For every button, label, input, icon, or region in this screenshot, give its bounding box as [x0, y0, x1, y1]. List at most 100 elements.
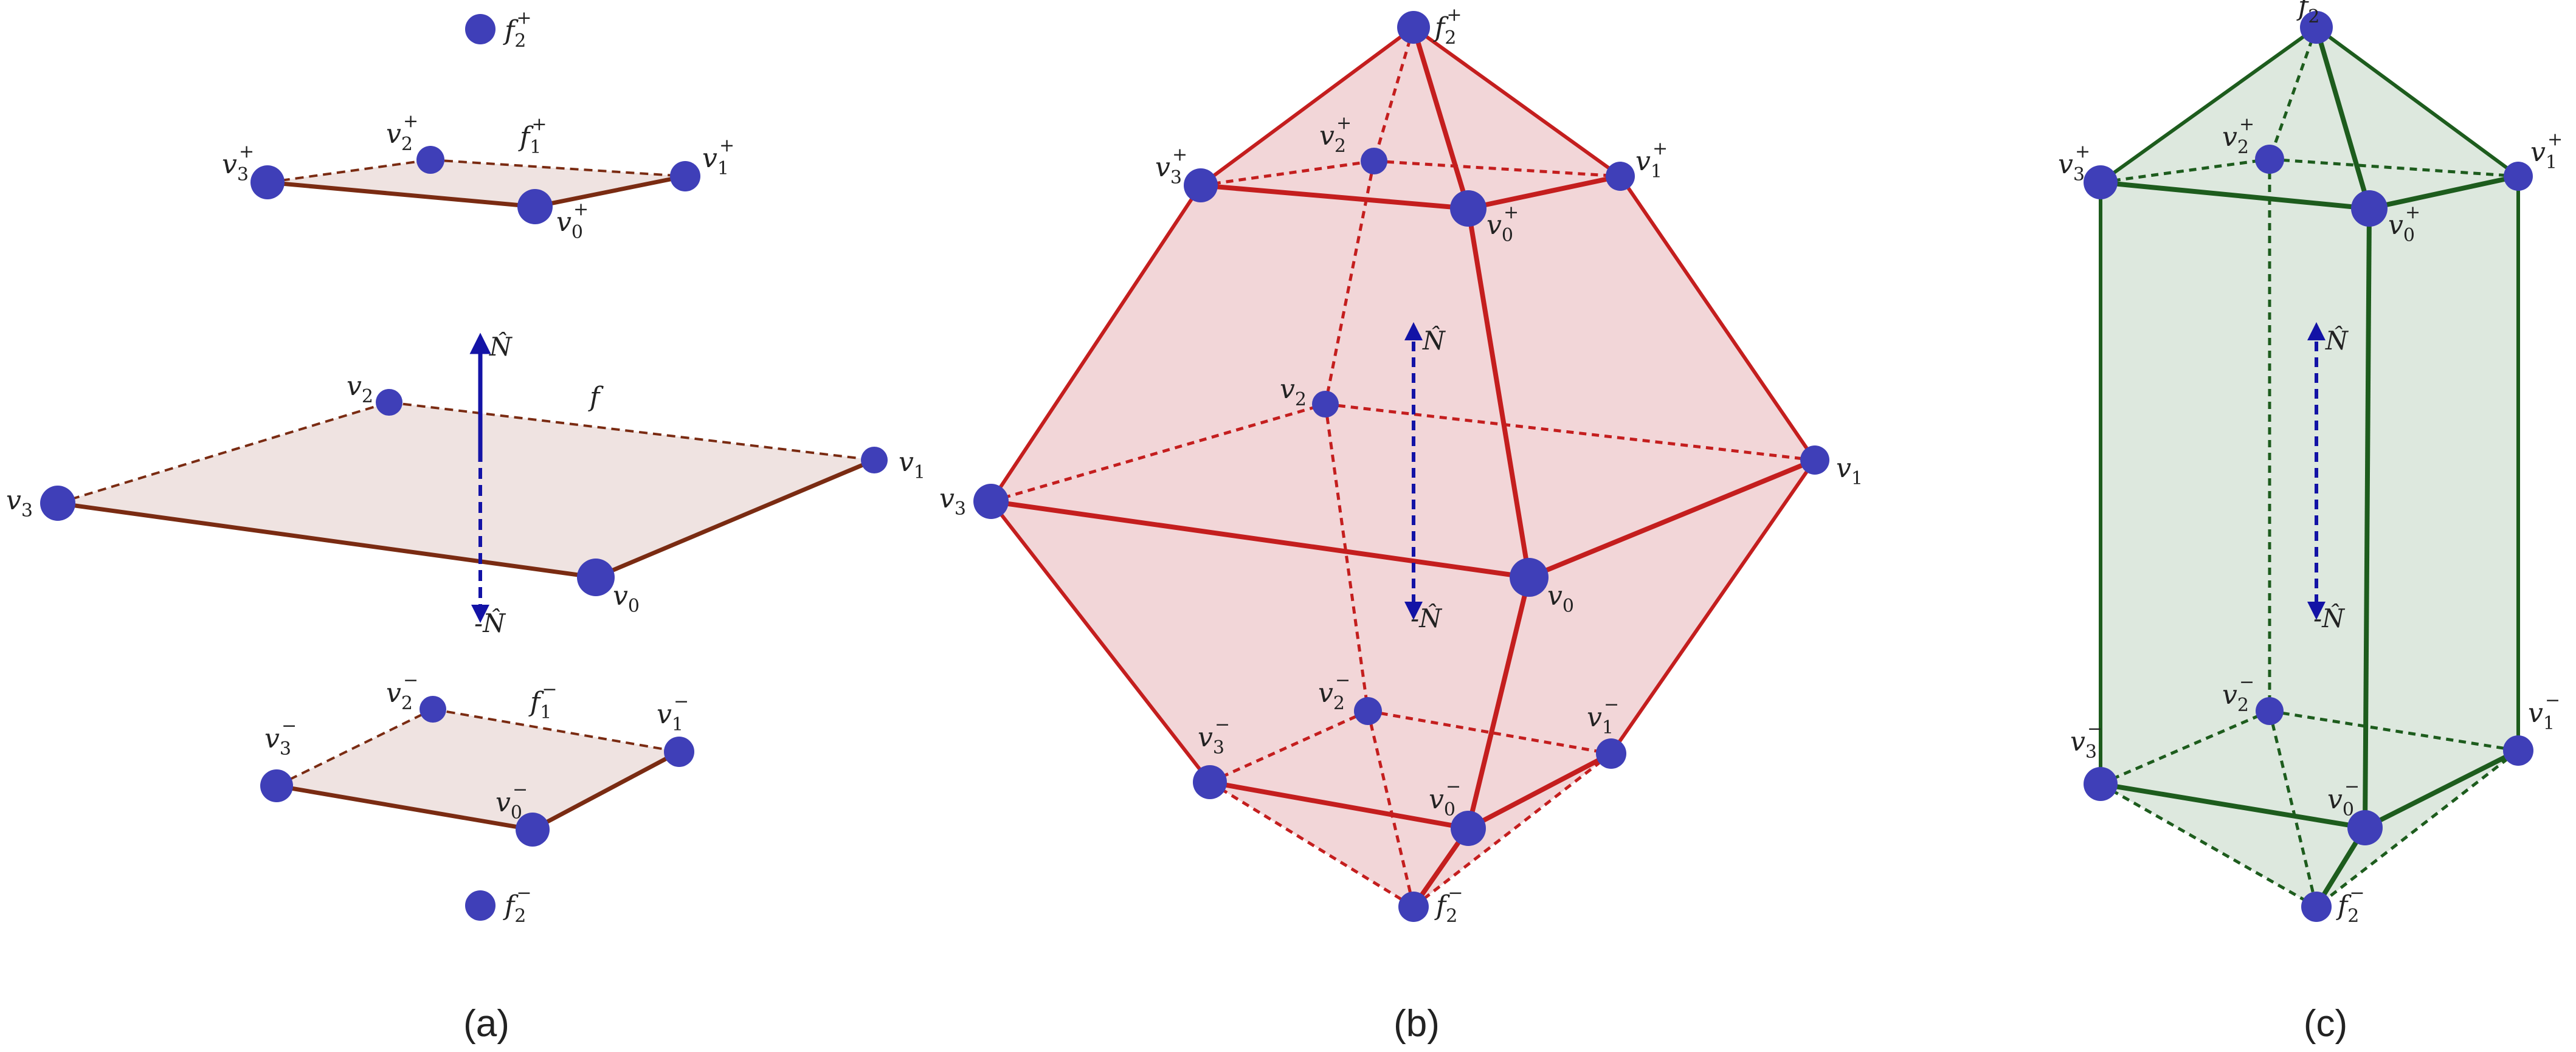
- vertex-c-v2m: [2256, 697, 2284, 725]
- vertex-a-v2m: [420, 696, 446, 723]
- vertex-a-v0p: [517, 189, 553, 224]
- vertex-b-v0m: [1451, 811, 1486, 846]
- prism-c-fill: [2101, 27, 2518, 907]
- vertex-b-v1p: [1606, 162, 1635, 191]
- vertex-a-v1m: [664, 737, 694, 767]
- label-b-negN: -N̂: [1411, 602, 1442, 633]
- label-a-v3p: v3+: [222, 141, 254, 185]
- vertex-c-f2p: [2300, 11, 2333, 44]
- vertex-c-v0p: [2351, 190, 2388, 227]
- label-a-f2m: f2−: [503, 882, 532, 927]
- label-a-v2m: v2−: [386, 670, 418, 714]
- vertex-b-v3m: [1193, 765, 1227, 799]
- label-a-f1p: f1+: [518, 114, 547, 158]
- label-a-f: f: [588, 382, 604, 413]
- label-a-v0: v0: [613, 580, 640, 617]
- label-b-f2p: f2+: [1433, 4, 1462, 49]
- vertex-b-v1: [1800, 445, 1829, 475]
- label-c-N: N̂: [2325, 325, 2349, 356]
- outline-edges-b: [989, 26, 1817, 783]
- label-a-v1m: v1−: [657, 691, 689, 735]
- label-a-v3: v3: [6, 485, 33, 521]
- vertex-c-f2m: [2301, 892, 2332, 922]
- label-c-v2p: v2+: [2222, 114, 2254, 158]
- label-b-f2m: f2−: [1434, 882, 1463, 927]
- edge-a-v3p-v0p: [267, 180, 536, 209]
- vertex-a-v2: [376, 389, 402, 416]
- vertex-a-f2m: [465, 890, 496, 921]
- edge-a-v2p-v1p: [430, 159, 686, 177]
- vertex-c-v2p: [2255, 145, 2284, 174]
- hidden-edges-b: [990, 27, 1815, 909]
- label-a-N: N̂: [489, 331, 513, 362]
- vertex-a-v2p: [416, 146, 444, 174]
- label-a-v1: v1: [899, 447, 925, 483]
- vertex-b-v0p: [1450, 190, 1487, 227]
- label-c-f2p: f2+: [2296, 0, 2326, 27]
- label-c-v3m: v3−: [2070, 718, 2102, 763]
- vertex-a-v1p: [670, 161, 700, 191]
- label-a-v1p: v1+: [702, 135, 734, 179]
- label-b-v2: v2: [1280, 374, 1307, 410]
- label-c-v2m: v2−: [2222, 672, 2254, 716]
- vertex-a-v3p: [250, 165, 285, 199]
- label-a-f2p: f2+: [503, 7, 532, 52]
- panel-a: f2+ v2+ f1+ v3+ v1+ v0+ N̂ v2 f v3 v1 v0…: [6, 7, 925, 1045]
- visible-edges-b: [990, 26, 1816, 909]
- face-f: [58, 402, 874, 577]
- vertex-c-v3p: [2084, 165, 2118, 199]
- visible-edges-c: [2100, 26, 2519, 909]
- label-c-v1m: v1−: [2528, 690, 2560, 734]
- polytope-b-fill: [991, 27, 1815, 907]
- label-b-v3p: v3+: [1155, 144, 1187, 188]
- vertex-b-v1m: [1596, 738, 1626, 769]
- caption-a: (a): [463, 1003, 509, 1045]
- hidden-edges-c: [2099, 27, 2519, 909]
- vertex-c-v3m: [2084, 767, 2118, 801]
- panel-b: f2+ v2+ v3+ v1+ v0+ N̂ v2 v3 v1 v0 -N̂ v…: [939, 4, 1863, 1045]
- label-a-negN: -N̂: [474, 607, 506, 638]
- edge-a-v2-v1: [388, 401, 875, 461]
- label-c-v0p: v0+: [2388, 202, 2420, 246]
- label-c-f2m: f2−: [2336, 882, 2365, 927]
- label-a-v2p: v2+: [386, 111, 418, 155]
- edge-a-v3-v2: [57, 401, 390, 504]
- label-b-v0m: v0−: [1429, 776, 1461, 820]
- vertex-b-f2m: [1398, 892, 1429, 922]
- label-c-v1p: v1+: [2530, 129, 2563, 173]
- edge-a-v3-v0: [57, 501, 596, 580]
- caption-b: (b): [1393, 1003, 1440, 1045]
- label-a-v0p: v0+: [556, 199, 589, 243]
- outline-edges-c: [2099, 26, 2520, 784]
- vertex-a-f2p: [465, 14, 496, 44]
- label-b-v1p: v1+: [1635, 138, 1668, 182]
- label-b-v1m: v1−: [1587, 694, 1619, 738]
- edge-a-v0m-v1m: [531, 749, 680, 832]
- label-c-negN: -N̂: [2313, 602, 2345, 633]
- vertex-b-v0: [1510, 558, 1549, 597]
- label-a-v3m: v3−: [264, 715, 297, 760]
- edge-a-v3m-v0m: [276, 783, 533, 832]
- vertex-b-v3: [973, 484, 1009, 519]
- label-b-v2p: v2+: [1319, 112, 1352, 157]
- vertex-a-v0m: [516, 813, 550, 847]
- panel-c: f2+ v2+ v3+ v1+ v0+ N̂ -N̂ v2− v3− v1− v…: [2058, 0, 2563, 1045]
- edge-a-v3m-v2m: [276, 708, 433, 787]
- label-b-v3m: v3−: [1198, 714, 1230, 758]
- vertex-b-v2: [1312, 391, 1339, 418]
- vertex-a-v3m: [260, 769, 293, 802]
- label-a-v2: v2: [347, 371, 373, 407]
- face-f1-minus: [277, 709, 679, 830]
- vertex-c-v0m: [2347, 810, 2383, 845]
- vertex-a-v3: [40, 486, 75, 521]
- vertex-a-v0: [577, 559, 615, 596]
- vertex-b-f2p: [1397, 11, 1430, 44]
- label-b-v2m: v2−: [1318, 670, 1350, 714]
- vertex-c-v1m: [2503, 735, 2533, 766]
- vertex-b-v3p: [1184, 168, 1218, 202]
- label-b-v3: v3: [939, 483, 966, 520]
- vertex-b-v2p: [1361, 148, 1387, 174]
- label-b-v0p: v0+: [1487, 202, 1519, 246]
- label-c-v3p: v3+: [2058, 141, 2090, 185]
